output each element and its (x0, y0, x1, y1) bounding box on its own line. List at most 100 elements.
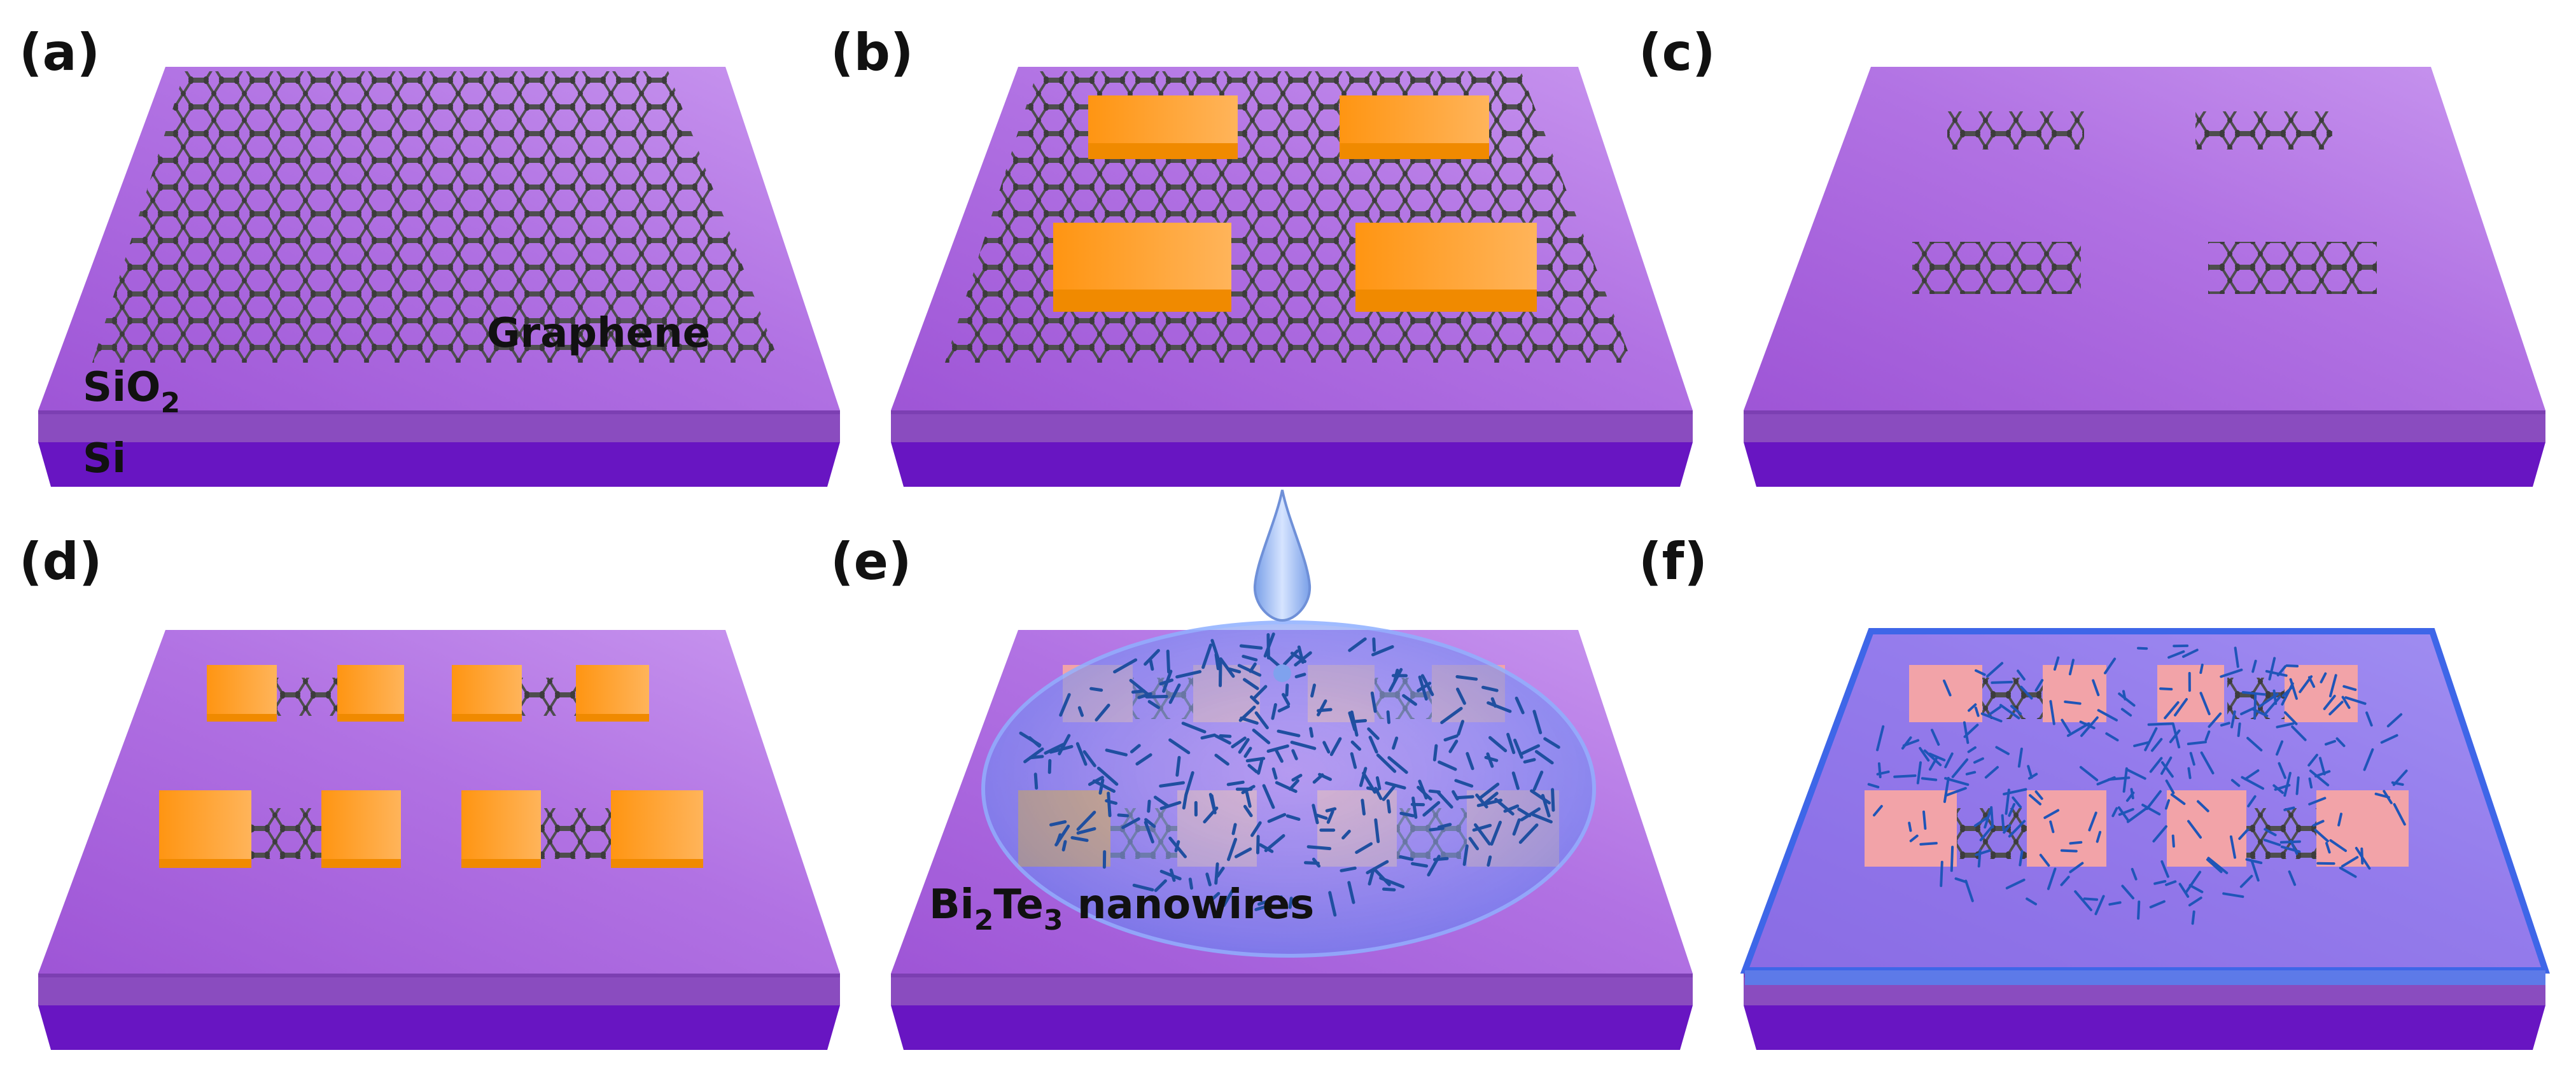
nanowire (2083, 897, 2099, 901)
nanowire (1075, 742, 1088, 766)
nanowire (1979, 825, 1994, 842)
nanowire (1306, 845, 1332, 851)
nanowire (1367, 727, 1380, 740)
nanowire (1877, 762, 1882, 778)
nanowire (1105, 748, 1128, 757)
nanowire (2191, 910, 2195, 925)
nanowire (1241, 785, 1256, 795)
photoresist-block (1088, 95, 1238, 159)
nanowire (1264, 834, 1285, 853)
nanowire (2027, 772, 2038, 780)
nanowire (1454, 779, 1474, 788)
nanowire (1462, 844, 1469, 866)
nanowire (1059, 693, 1071, 717)
nanowire (1243, 804, 1253, 818)
nanowire (1980, 712, 2003, 723)
nanowire (2312, 820, 2325, 827)
nanowire (2117, 806, 2130, 823)
nanowire (2247, 795, 2257, 807)
nanowire (1214, 862, 1219, 885)
nanowire (1210, 639, 1221, 662)
nanowire (1023, 747, 1044, 764)
nanowire (1058, 734, 1071, 755)
nanowire (1181, 722, 1207, 734)
nanowire (2189, 751, 2195, 766)
nanowire (1359, 767, 1368, 787)
nanowire (2066, 722, 2090, 737)
nanowire (2309, 769, 2330, 786)
nanowire (2229, 835, 2236, 859)
nanowire (2220, 668, 2243, 678)
nanowire (1490, 820, 1502, 846)
nanowire (2272, 689, 2278, 705)
nanowire (2318, 757, 2326, 776)
nanowire (1916, 761, 1922, 785)
nanowire (1943, 776, 1950, 803)
nanowire (2246, 737, 2263, 751)
nanowire (1944, 752, 1954, 769)
nanowire (2251, 659, 2257, 673)
nanowire (1973, 816, 1989, 827)
nanowire (2234, 646, 2239, 668)
nanowire (1277, 729, 1301, 737)
nanowire (1285, 814, 1301, 821)
nanowire (2178, 883, 2190, 898)
nanowire (1282, 693, 1291, 706)
nanowire (1457, 720, 1464, 736)
nanowire (1376, 753, 1397, 773)
nanowire (1511, 771, 1520, 790)
nanowire (1054, 825, 1070, 847)
nanowire (1984, 765, 1999, 779)
nanowire (1443, 734, 1459, 742)
nanowire (1135, 753, 1152, 765)
nanowire (2341, 856, 2359, 868)
nanowire (2197, 800, 2209, 813)
panel-label-b: (b) (830, 23, 913, 82)
nanowire (2230, 779, 2241, 787)
nanowire (1411, 796, 1418, 819)
nanowire (1422, 800, 1441, 817)
nanowire (1940, 860, 1943, 888)
nanowire (1257, 895, 1283, 906)
nanowire (1144, 820, 1154, 844)
nanowire (2096, 830, 2102, 843)
nanowire (1275, 749, 1284, 763)
nanowire (1326, 809, 1334, 824)
nanowire (1129, 678, 1151, 697)
nanowire (2160, 761, 2174, 778)
nanowire (2049, 700, 2055, 725)
nanowire (1503, 804, 1520, 813)
nanowire-label: Bi2Te3 nanowires (929, 881, 1314, 937)
nanowire (1222, 888, 1235, 907)
nanowire (1954, 877, 1968, 884)
nanowire (1312, 804, 1319, 825)
nanowire (2069, 841, 2083, 845)
nanowire (1350, 740, 1362, 751)
nanowire (1999, 704, 2020, 720)
nanowire (2307, 676, 2316, 688)
nanowire (2017, 747, 2023, 768)
nanowire (1534, 750, 1554, 765)
nanowire (2164, 701, 2180, 720)
nanowire (1372, 867, 1391, 886)
nanowire (1205, 872, 1212, 886)
nanowire (1309, 727, 1314, 738)
nanowire (2049, 820, 2055, 834)
nanowire (1275, 781, 1298, 793)
nanowire (1188, 877, 1193, 890)
nanowire (1250, 695, 1259, 705)
nanowire (2108, 901, 2122, 906)
nanowire (2105, 732, 2119, 742)
nanowire (1231, 823, 1237, 835)
nanowire (2199, 692, 2211, 715)
nanowire (2329, 674, 2337, 697)
panel-c: (c) (1639, 23, 2545, 487)
nanowire (2280, 845, 2301, 853)
nanowire (1392, 736, 1399, 750)
nanowire (2043, 809, 2060, 820)
nanowire (1252, 729, 1271, 744)
nanowire (1089, 687, 1103, 692)
nanowire (2288, 870, 2297, 886)
nanowire (2019, 849, 2024, 867)
nanowire (1923, 749, 1942, 767)
